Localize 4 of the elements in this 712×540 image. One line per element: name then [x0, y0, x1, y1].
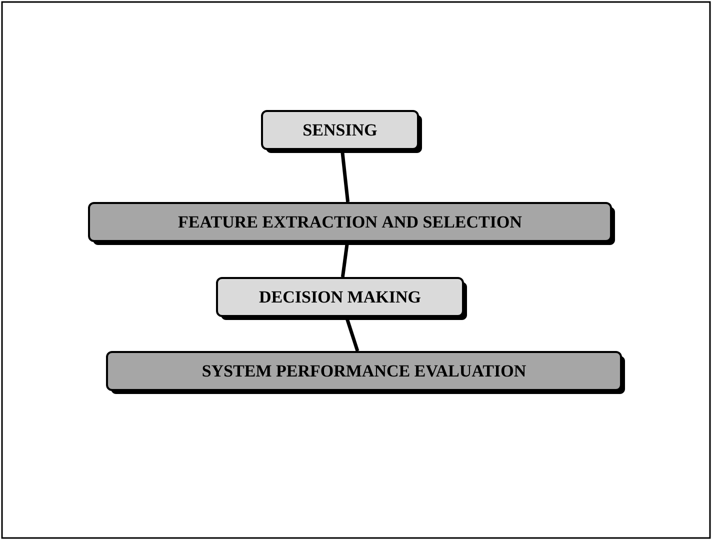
process-box: DECISION MAKING	[216, 277, 467, 320]
process-box: FEATURE EXTRACTION AND SELECTION	[88, 202, 615, 245]
process-box: SENSING	[261, 110, 422, 153]
process-box: SYSTEM PERFORMANCE EVALUATION	[106, 350, 625, 394]
